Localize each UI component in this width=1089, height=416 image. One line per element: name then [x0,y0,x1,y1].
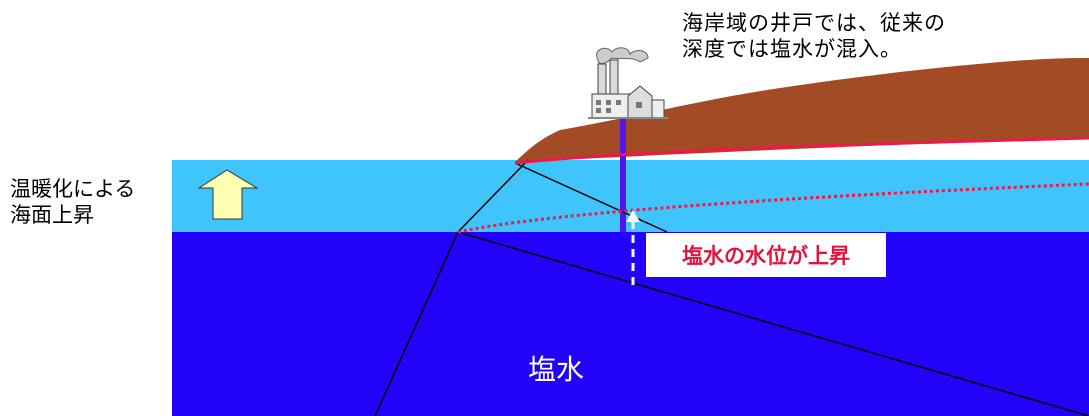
warming-label-line: 海面上昇 [10,203,94,228]
well-note-line: 海岸域の井戸では、従来の [682,11,946,35]
well-note: 海岸域の井戸では、従来の 深度では塩水が混入。 [682,10,946,63]
warming-label: 温暖化による 海面上昇 [10,176,135,229]
salt-level-label-emphasis: 上昇 [808,244,850,268]
well-note-line: 深度では塩水が混入。 [682,37,902,62]
rising-arrow-icon [626,210,640,285]
salt-level-label: 塩水の水位が上昇 [646,233,886,277]
land-mass [515,58,1089,162]
warming-label-line: 温暖化による [10,177,136,201]
salt-level-label-text: 塩水の水位が [682,244,808,268]
deep-sea-layer [172,232,1089,416]
factory-icon [588,47,668,119]
fresh-salt-interface-current [514,136,1089,165]
up-arrow-icon [197,169,259,220]
well-pipe [620,118,626,232]
saltwater-label: 塩水 [528,353,585,386]
coast-slope-lines [374,159,1089,416]
fresh-salt-interface-raised [457,182,1089,234]
